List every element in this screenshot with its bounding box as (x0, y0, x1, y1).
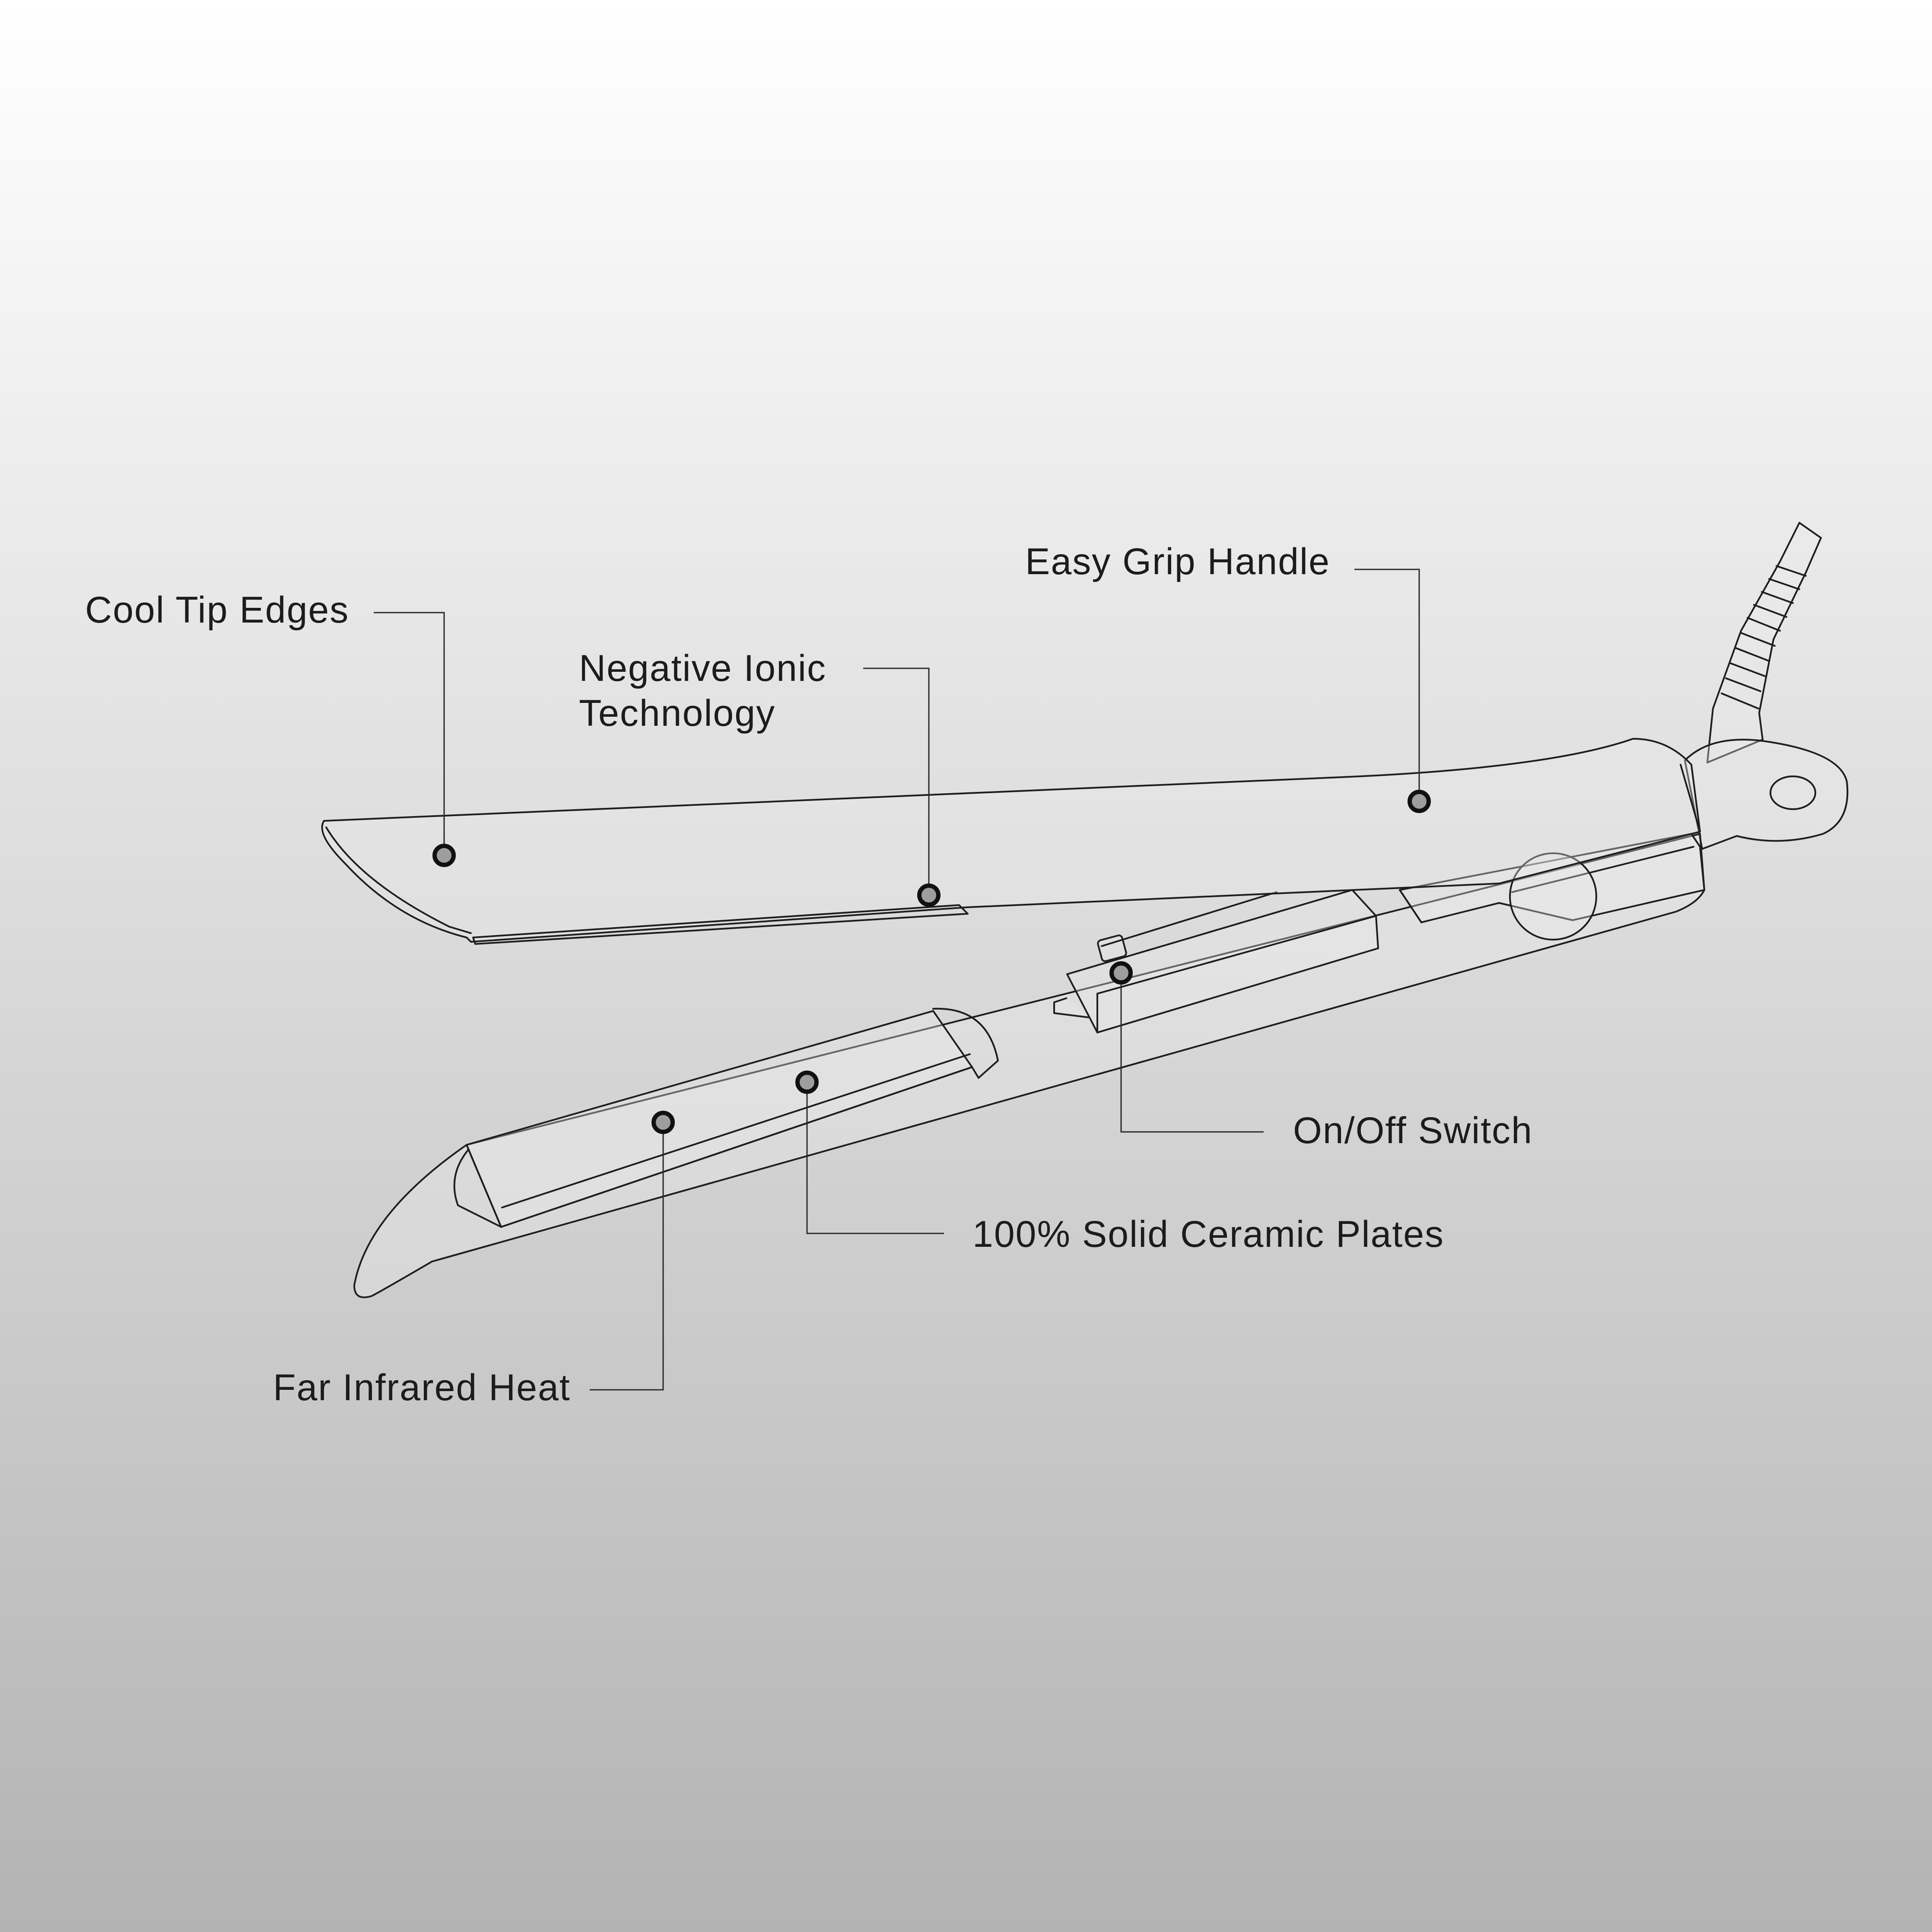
lower-arm (353, 833, 1705, 1298)
marker-on-off (1109, 961, 1133, 985)
swivel-cord (1706, 522, 1822, 763)
leader-lines (374, 569, 1420, 1391)
label-on-off-switch: On/Off Switch (1293, 1110, 1533, 1151)
leader-cool-tip (374, 612, 445, 855)
leader-far-infrared (590, 1122, 664, 1391)
switch-knob (1097, 891, 1277, 962)
label-negative-ionic-line1: Negative Ionic (579, 648, 826, 689)
leader-easy-grip (1354, 569, 1420, 801)
label-far-infrared-heat: Far Infrared Heat (273, 1367, 571, 1408)
leader-on-off (1120, 973, 1264, 1133)
marker-cool-tip (432, 844, 456, 867)
marker-easy-grip (1408, 790, 1431, 813)
upper-arm (321, 738, 1701, 945)
marker-negative-ionic (917, 883, 941, 907)
label-ceramic-plates: 100% Solid Ceramic Plates (972, 1214, 1445, 1255)
label-easy-grip-handle: Easy Grip Handle (1025, 541, 1330, 582)
marker-far-infrared (651, 1111, 675, 1134)
label-cool-tip-edges: Cool Tip Edges (85, 589, 350, 631)
leader-negative-ionic (863, 667, 930, 895)
marker-ceramic (795, 1071, 819, 1094)
callout-markers (432, 790, 1431, 1134)
leader-ceramic (806, 1082, 944, 1234)
hanging-loop (1684, 739, 1849, 850)
label-negative-ionic-technology: Negative Ionic Technology (579, 646, 826, 736)
label-negative-ionic-line2: Technology (579, 693, 776, 734)
